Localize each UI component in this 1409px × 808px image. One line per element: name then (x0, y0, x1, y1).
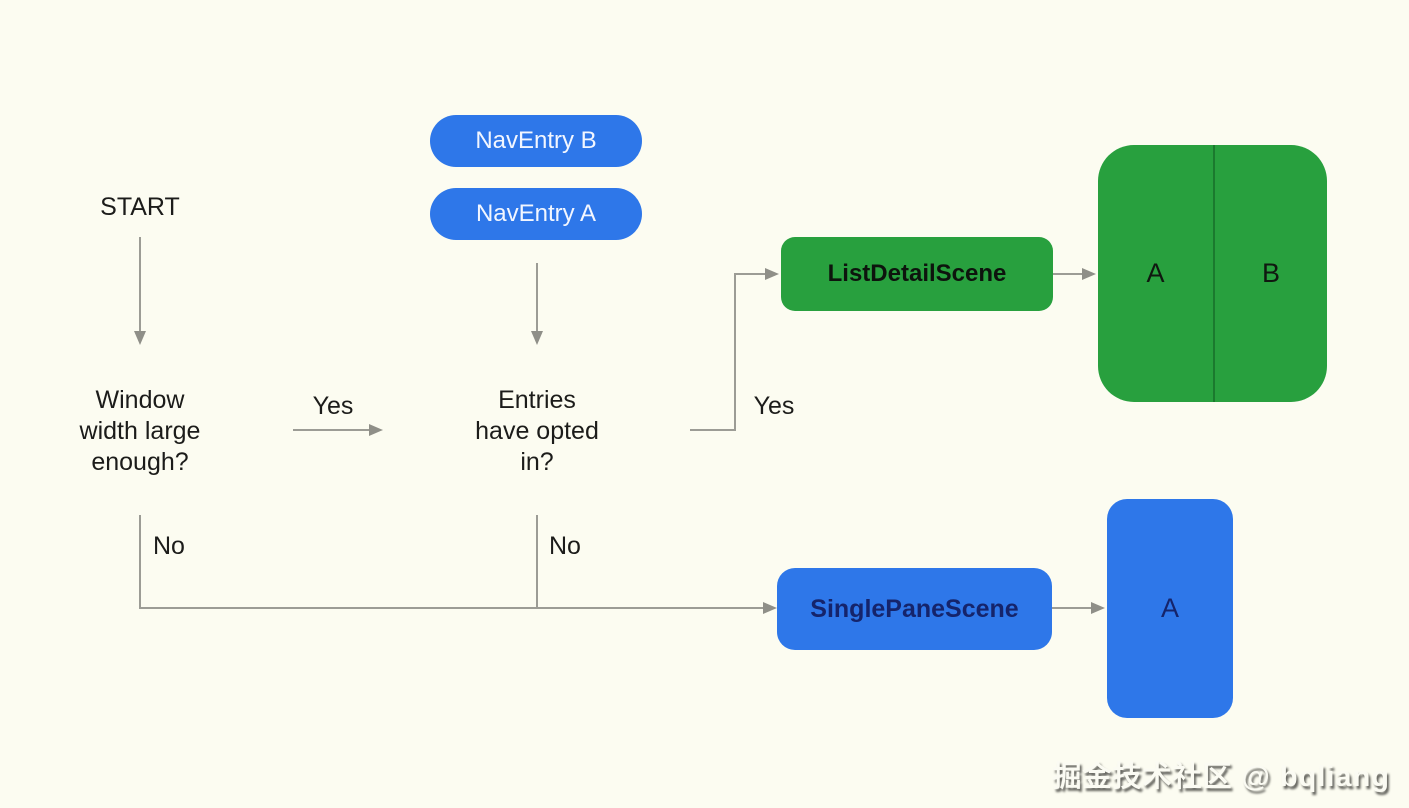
arrow-singlepane-to-blue-panel (1052, 602, 1105, 614)
list-detail-scene-node: ListDetailScene (781, 237, 1053, 311)
arrow-start-to-window-question (134, 237, 146, 345)
single-pane-scene-label: SinglePaneScene (810, 594, 1019, 623)
arrow-yes-window-to-entries (293, 424, 383, 436)
arrow-yes-entries-to-listdetail (690, 268, 779, 431)
watermark: 掘金技术社区 @ bqliang (1052, 761, 1390, 793)
arrow-listdetail-to-green-panel (1053, 268, 1096, 280)
single-pane-result-panel: A (1107, 499, 1233, 718)
start-label: START (100, 193, 180, 221)
no-label-window: No (153, 532, 185, 560)
nav-entry-b-label: NavEntry B (475, 127, 597, 154)
question-entries-opted-in: Entries have opted in? (475, 386, 599, 476)
blue-pane-a-label: A (1160, 593, 1179, 623)
question-window-width: Window width large enough? (79, 386, 201, 476)
green-pane-b: B (1215, 145, 1327, 402)
nav-entry-a-label: NavEntry A (475, 200, 597, 227)
arrow-no-to-singlepane (139, 602, 777, 614)
green-pane-b-label: B (1261, 258, 1280, 288)
nav-entry-a-node: NavEntry A (430, 188, 642, 240)
yes-label-entries: Yes (753, 392, 795, 420)
list-detail-result-panel: A B (1098, 145, 1327, 402)
single-pane-scene-node: SinglePaneScene (777, 568, 1052, 650)
arrow-naventry-a-to-entries-question (531, 263, 543, 345)
green-pane-a: A (1098, 145, 1215, 402)
yes-label-window: Yes (312, 392, 354, 420)
nav-entry-b-node: NavEntry B (430, 115, 642, 167)
list-detail-scene-label: ListDetailScene (827, 260, 1007, 287)
no-label-entries: No (549, 532, 581, 560)
green-pane-a-label: A (1146, 258, 1165, 288)
